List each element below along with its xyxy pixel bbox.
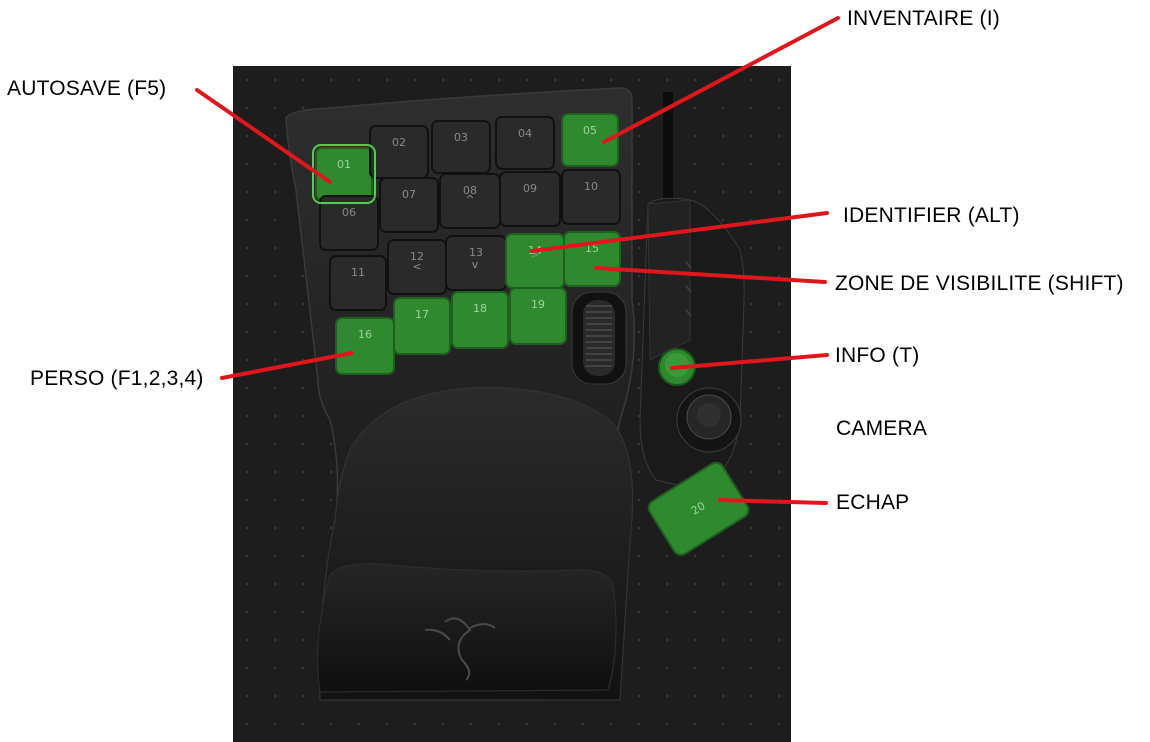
arrow-inventaire	[602, 16, 840, 144]
key-09[interactable]: 09	[499, 171, 561, 227]
key-16[interactable]: 16	[335, 317, 395, 375]
key-14[interactable]: 14	[505, 233, 565, 289]
key-01-highlight	[312, 144, 376, 204]
arrow-perso	[220, 351, 354, 380]
key-08[interactable]: 08	[439, 173, 501, 229]
arrow-zone	[594, 266, 827, 284]
label-inventaire: INVENTAIRE (I)	[847, 7, 1000, 30]
key-02[interactable]: 02	[369, 125, 429, 179]
thumb-joystick[interactable]	[676, 387, 742, 453]
key-arrow-glyph: ^	[465, 193, 474, 206]
arrow-info	[670, 353, 829, 370]
key-06[interactable]: 06	[319, 195, 379, 251]
key-label: 18	[473, 302, 487, 315]
key-label: 13	[469, 246, 483, 259]
label-identifier: IDENTIFIER (ALT)	[843, 204, 1020, 227]
palm-pad	[316, 563, 617, 693]
key-17[interactable]: 17	[393, 297, 451, 355]
key-05[interactable]: 05	[561, 113, 619, 167]
key-label: 04	[518, 127, 532, 140]
key-20[interactable]: 20	[646, 460, 752, 558]
key-label: 01	[337, 158, 351, 171]
key-10[interactable]: 10	[561, 169, 621, 225]
key-18[interactable]: 18	[451, 291, 509, 349]
key-arrow-glyph: >	[530, 248, 539, 261]
annotation-arrows	[195, 16, 840, 505]
label-echap: ECHAP	[836, 491, 910, 514]
key-07[interactable]: 07	[379, 177, 439, 233]
key-label: 10	[584, 180, 598, 193]
key-label: 03	[454, 131, 468, 144]
key-label: 02	[392, 136, 406, 149]
label-info: INFO (T)	[835, 344, 920, 367]
key-label: 08	[463, 184, 477, 197]
key-label: 05	[583, 124, 597, 137]
razer-logo	[424, 617, 496, 681]
key-03[interactable]: 03	[431, 120, 491, 174]
key-04[interactable]: 04	[495, 116, 555, 170]
key-arrow-glyph: v	[472, 258, 479, 271]
key-label: 12	[410, 250, 424, 263]
key-label: 17	[415, 308, 429, 321]
key-12[interactable]: 12	[387, 239, 447, 295]
label-autosave: AUTOSAVE (F5)	[7, 77, 167, 100]
key-label: 19	[531, 298, 545, 311]
arrow-identifier	[530, 211, 829, 253]
arrow-echap	[718, 498, 828, 505]
key-11[interactable]: 11	[329, 255, 387, 311]
key-label: 06	[342, 206, 356, 219]
label-perso: PERSO (F1,2,3,4)	[30, 367, 204, 390]
label-camera: CAMERA	[836, 417, 928, 440]
key-19[interactable]: 19	[509, 287, 567, 345]
key-arrow-glyph: <	[412, 260, 421, 273]
arrow-autosave	[195, 88, 332, 184]
key-label: 20	[689, 499, 708, 517]
key-01[interactable]: 01	[315, 147, 373, 201]
key-label: 09	[523, 182, 537, 195]
key-label: 07	[402, 188, 416, 201]
scroll-wheel[interactable]	[571, 291, 627, 385]
key-label: 11	[351, 266, 365, 279]
key-label: 16	[358, 328, 372, 341]
label-zone-visibilite: ZONE DE VISIBILITE (SHIFT)	[835, 272, 1124, 295]
